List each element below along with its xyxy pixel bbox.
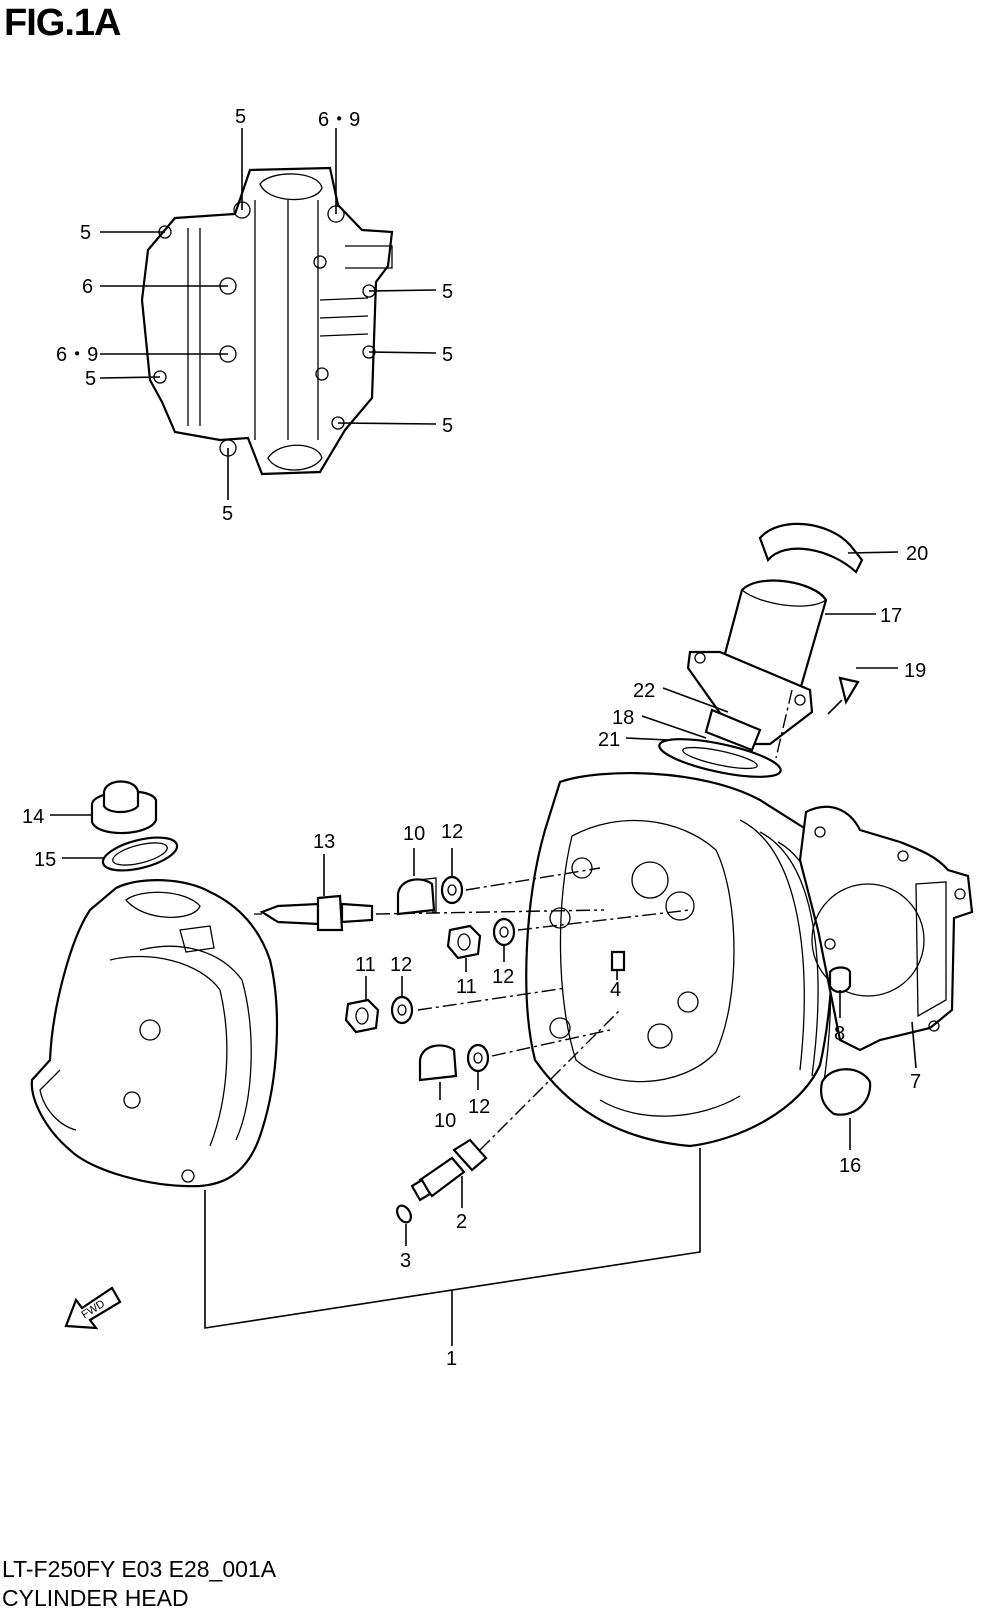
plug-16	[819, 1068, 872, 1116]
callout-1: 1	[446, 1348, 457, 1370]
oil-filler-cap-group: 14 15	[22, 780, 179, 872]
callout-22: 22	[633, 680, 655, 702]
intake-clamp	[758, 522, 864, 574]
callout-inset-top-5: 5	[235, 106, 246, 128]
model-code: LT-F250FY E03 E28_001A	[2, 1556, 277, 1582]
diagram-name: CYLINDER HEAD	[2, 1585, 189, 1611]
callout-inset-right-5a: 5	[442, 281, 453, 303]
washer-12b	[492, 917, 516, 947]
callout-18: 18	[612, 707, 634, 729]
nut-11a	[446, 924, 482, 960]
callout-20: 20	[906, 543, 928, 565]
cylinder-head-cover	[30, 879, 279, 1188]
callout-19: 19	[904, 660, 926, 682]
washer-12a	[440, 875, 464, 905]
callout-3: 3	[400, 1250, 411, 1272]
spark-plug: 13	[254, 831, 374, 932]
callout-inset-bottom-5: 5	[222, 503, 233, 525]
callout-11-mid: 11	[456, 976, 477, 998]
washer-12c	[390, 995, 414, 1025]
callout-inset-left-6-9: 6・9	[56, 344, 98, 366]
valve-clip	[396, 1204, 412, 1224]
callout-16: 16	[839, 1155, 861, 1177]
nut-11b	[344, 998, 380, 1034]
callout-12-bottom: 12	[468, 1096, 490, 1118]
cylinder-head-body: 4	[525, 771, 835, 1148]
callout-21: 21	[598, 729, 620, 751]
figure-title: FIG.1A	[4, 2, 121, 44]
inset-head-top-view: 5 6・9 5 6 6・9 5 5 5 5 5	[56, 106, 453, 525]
o-ring	[101, 836, 179, 872]
forward-direction-arrow: FWD	[64, 1286, 122, 1330]
valve-guide	[452, 1138, 488, 1172]
callout-10-top: 10	[403, 823, 425, 845]
callout-inset-top-6-9: 6・9	[318, 109, 360, 131]
fasteners: 10 12 11 12 11 12 10 12	[344, 821, 691, 1132]
assembly-bracket: 1	[204, 1148, 701, 1370]
callout-17: 17	[880, 605, 902, 627]
callout-inset-right-5c: 5	[442, 415, 453, 437]
callout-inset-right-5b: 5	[442, 344, 453, 366]
callout-12-mid: 12	[492, 966, 514, 988]
dowel-8	[828, 966, 852, 994]
callout-7: 7	[910, 1071, 921, 1093]
callout-14: 14	[22, 806, 44, 828]
valve-guide-group: 2 3	[396, 1009, 621, 1272]
washer-12d	[466, 1043, 490, 1073]
callout-8: 8	[834, 1023, 845, 1045]
cap-nut-10b	[418, 1044, 458, 1082]
callout-11-low: 11	[355, 954, 376, 976]
callout-2: 2	[456, 1211, 467, 1233]
intake-pipe-assembly: 20 17 19 22 18 21	[598, 522, 928, 778]
cap-nut-10a	[396, 878, 436, 916]
callout-4: 4	[610, 979, 621, 1001]
callout-inset-left-6: 6	[82, 276, 93, 298]
callout-10-bottom: 10	[434, 1110, 456, 1132]
callout-12-low: 12	[390, 954, 412, 976]
dowel-pin	[610, 950, 626, 972]
callout-inset-left-5b: 5	[85, 368, 96, 390]
callout-12-top: 12	[441, 821, 463, 843]
callout-13: 13	[313, 831, 335, 853]
callout-inset-left-5a: 5	[80, 222, 91, 244]
callout-15: 15	[34, 849, 56, 871]
head-gasket-group: 7 8 16	[798, 805, 974, 1177]
